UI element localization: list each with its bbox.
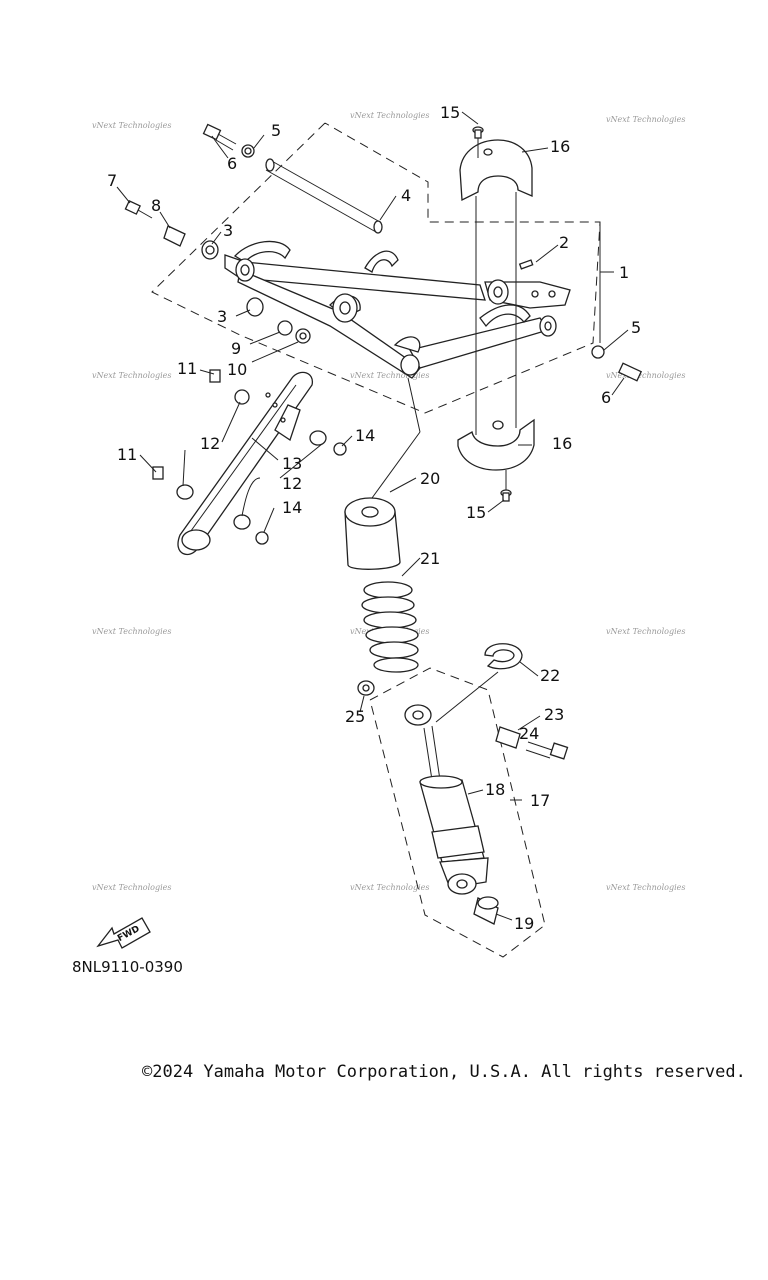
exploded-parts-diagram: vNext Technologies vNext Technologies vN… xyxy=(92,103,685,958)
callout-label: 14 xyxy=(355,426,375,445)
collar-2 xyxy=(518,259,534,270)
callout-numbers: 1 2 3 3 4 5 5 6 6 7 8 9 10 11 11 12 12 1… xyxy=(107,103,641,933)
callout-label: 11 xyxy=(117,445,137,464)
guide-line xyxy=(407,377,421,433)
callout-label: 14 xyxy=(282,498,302,517)
bolt-11 xyxy=(209,369,221,383)
bolt-11 xyxy=(152,466,164,480)
nut-14 xyxy=(255,531,269,545)
washer-12 xyxy=(176,484,194,500)
bolt-24 xyxy=(525,741,569,760)
bolt-6-right xyxy=(617,362,643,382)
watermark: vNext Technologies xyxy=(92,883,171,892)
callout-label: 1 xyxy=(619,263,629,282)
washer-12 xyxy=(234,389,250,405)
bushing-3-upper xyxy=(201,240,219,260)
fwd-arrow: FWD xyxy=(96,917,151,949)
callout-label: 6 xyxy=(227,154,237,173)
callout-label: 21 xyxy=(420,549,440,568)
watermark: vNext Technologies xyxy=(350,111,429,120)
callout-label: 5 xyxy=(631,318,641,337)
callout-label: 11 xyxy=(177,359,197,378)
callout-label: 24 xyxy=(519,724,539,743)
stopper-strap xyxy=(177,371,313,556)
callout-label: 19 xyxy=(514,914,534,933)
callout-label: 20 xyxy=(420,469,440,488)
bushing-lower xyxy=(457,418,535,471)
callout-label: 18 xyxy=(485,780,505,799)
watermark: vNext Technologies xyxy=(350,371,429,380)
screw-upper xyxy=(472,126,484,139)
swing-arm xyxy=(224,240,571,379)
callout-label: 10 xyxy=(227,360,247,379)
collar-19 xyxy=(473,896,499,925)
watermarks: vNext Technologies vNext Technologies vN… xyxy=(92,111,685,892)
watermark: vNext Technologies xyxy=(350,883,429,892)
nut-10 xyxy=(295,328,311,344)
callout-label: 5 xyxy=(271,121,281,140)
diagram-code: 8NL9110-0390 xyxy=(72,958,183,976)
washer-5-right xyxy=(591,345,605,359)
watermark: vNext Technologies xyxy=(92,121,171,130)
callout-label: 3 xyxy=(217,307,227,326)
callout-label: 2 xyxy=(559,233,569,252)
shock-assembly-boundary xyxy=(369,667,546,958)
nut-14 xyxy=(333,442,347,456)
callout-label: 12 xyxy=(282,474,302,493)
callout-label: 6 xyxy=(601,388,611,407)
callout-label: 22 xyxy=(540,666,560,685)
shock-absorber xyxy=(404,704,489,895)
collar-23 xyxy=(495,726,521,749)
coil-spring xyxy=(361,581,419,673)
watermark: vNext Technologies xyxy=(92,627,171,636)
callout-label: 13 xyxy=(282,454,302,473)
screw-lower xyxy=(500,489,512,502)
nut-25 xyxy=(357,680,375,696)
pivot-shaft xyxy=(265,158,383,234)
watermark: vNext Technologies xyxy=(606,883,685,892)
bolt-upper xyxy=(202,123,255,158)
bolt-7 xyxy=(124,199,153,219)
guide-line xyxy=(371,431,421,499)
watermark: vNext Technologies xyxy=(606,371,685,380)
callout-label: 16 xyxy=(550,137,570,156)
washer-12 xyxy=(309,430,327,446)
watermark: vNext Technologies xyxy=(92,371,171,380)
callout-label: 7 xyxy=(107,171,117,190)
leader-lines xyxy=(116,111,629,921)
swing-arm-assembly-boundary xyxy=(151,122,601,414)
guide-line xyxy=(435,671,499,723)
callout-label: 9 xyxy=(231,339,241,358)
callout-label: 17 xyxy=(530,791,550,810)
washer-9 xyxy=(277,320,293,336)
spring-clip xyxy=(484,643,523,670)
callout-label: 15 xyxy=(466,503,486,522)
bushing-upper xyxy=(459,139,533,202)
collar-8 xyxy=(163,225,186,247)
copyright-notice: ©2024 Yamaha Motor Corporation, U.S.A. A… xyxy=(142,1062,746,1082)
watermark: vNext Technologies xyxy=(606,115,685,124)
washer-12 xyxy=(233,514,251,530)
callout-label: 8 xyxy=(151,196,161,215)
bushing-3-lower xyxy=(246,297,264,317)
bump-stop xyxy=(344,497,401,570)
callout-label: 3 xyxy=(223,221,233,240)
callout-label: 15 xyxy=(440,103,460,122)
callout-label: 4 xyxy=(401,186,411,205)
callout-label: 25 xyxy=(345,707,365,726)
callout-label: 16 xyxy=(552,434,572,453)
watermark: vNext Technologies xyxy=(606,627,685,636)
callout-label: 23 xyxy=(544,705,564,724)
callout-label: 12 xyxy=(200,434,220,453)
